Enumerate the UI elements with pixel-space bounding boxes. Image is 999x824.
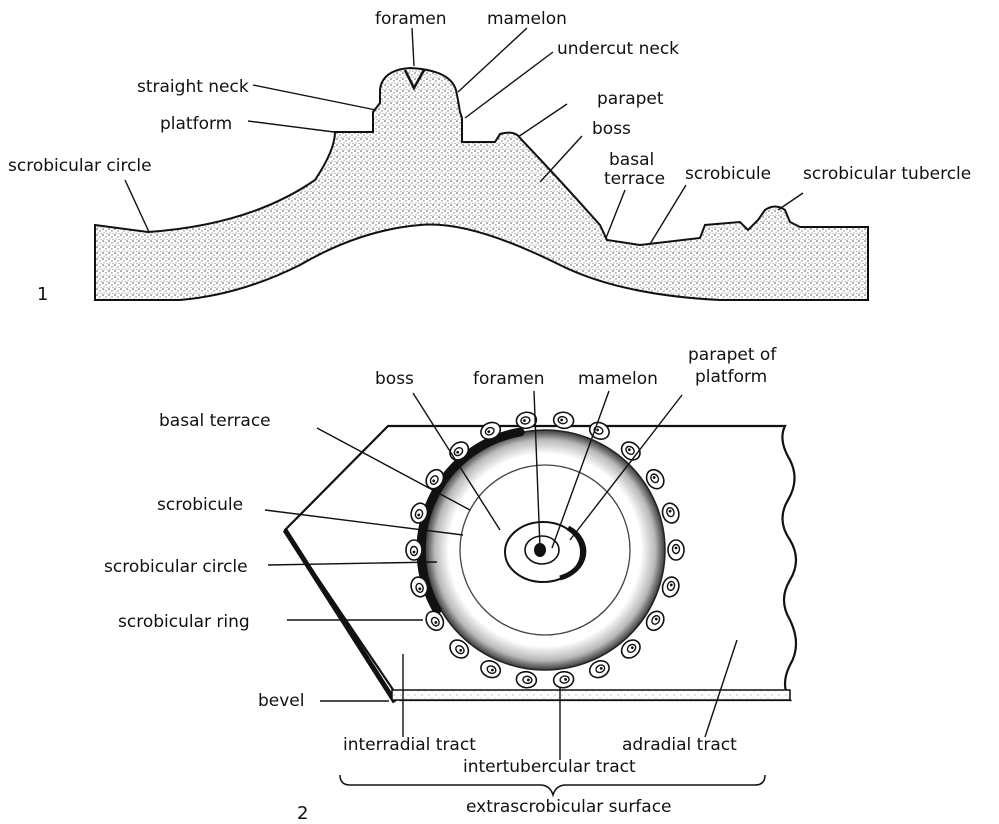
label-extrascrobicular-surface: extrascrobicular surface	[466, 797, 672, 817]
figure-number-2: 2	[297, 803, 308, 824]
label-parapet: parapet	[597, 89, 664, 109]
label-scrobicule: scrobicule	[157, 495, 243, 515]
figure-1-cross-section: foramen mamelon undercut neck straight n…	[8, 9, 971, 305]
label-basal-terrace-line1: basal	[609, 150, 654, 170]
label-boss: boss	[592, 119, 631, 139]
test-cross-section	[95, 68, 868, 300]
label-boss: boss	[375, 369, 414, 389]
label-platform: platform	[160, 114, 232, 134]
label-parapet-line2: platform	[695, 367, 767, 387]
label-interradial-tract: interradial tract	[343, 735, 476, 755]
label-scrobicular-tubercle: scrobicular tubercle	[803, 164, 971, 184]
label-bevel: bevel	[258, 691, 305, 711]
label-mamelon: mamelon	[578, 369, 658, 389]
label-scrobicule: scrobicule	[685, 164, 771, 184]
scrobicular-tubercle	[668, 540, 684, 560]
label-straight-neck: straight neck	[137, 77, 249, 97]
label-foramen: foramen	[375, 9, 447, 29]
bevel-band	[392, 690, 790, 700]
label-scrobicular-circle: scrobicular circle	[8, 156, 152, 176]
scrobicular-tubercle	[406, 540, 422, 560]
label-basal-terrace: basal terrace	[159, 411, 271, 431]
label-scrobicular-circle: scrobicular circle	[104, 557, 248, 577]
label-foramen: foramen	[473, 369, 545, 389]
figure-number-1: 1	[37, 284, 48, 305]
label-mamelon: mamelon	[487, 9, 567, 29]
label-intertubercular-tract: intertubercular tract	[463, 757, 636, 777]
label-adradial-tract: adradial tract	[622, 735, 737, 755]
figure-2-plan-view: boss foramen mamelon parapet of platform…	[104, 345, 796, 824]
label-scrobicular-ring: scrobicular ring	[118, 612, 250, 632]
label-parapet-line1: parapet of	[688, 345, 777, 365]
label-basal-terrace-line2: terrace	[604, 169, 665, 189]
label-undercut-neck: undercut neck	[557, 39, 679, 59]
extrascrobicular-brace	[340, 775, 765, 795]
